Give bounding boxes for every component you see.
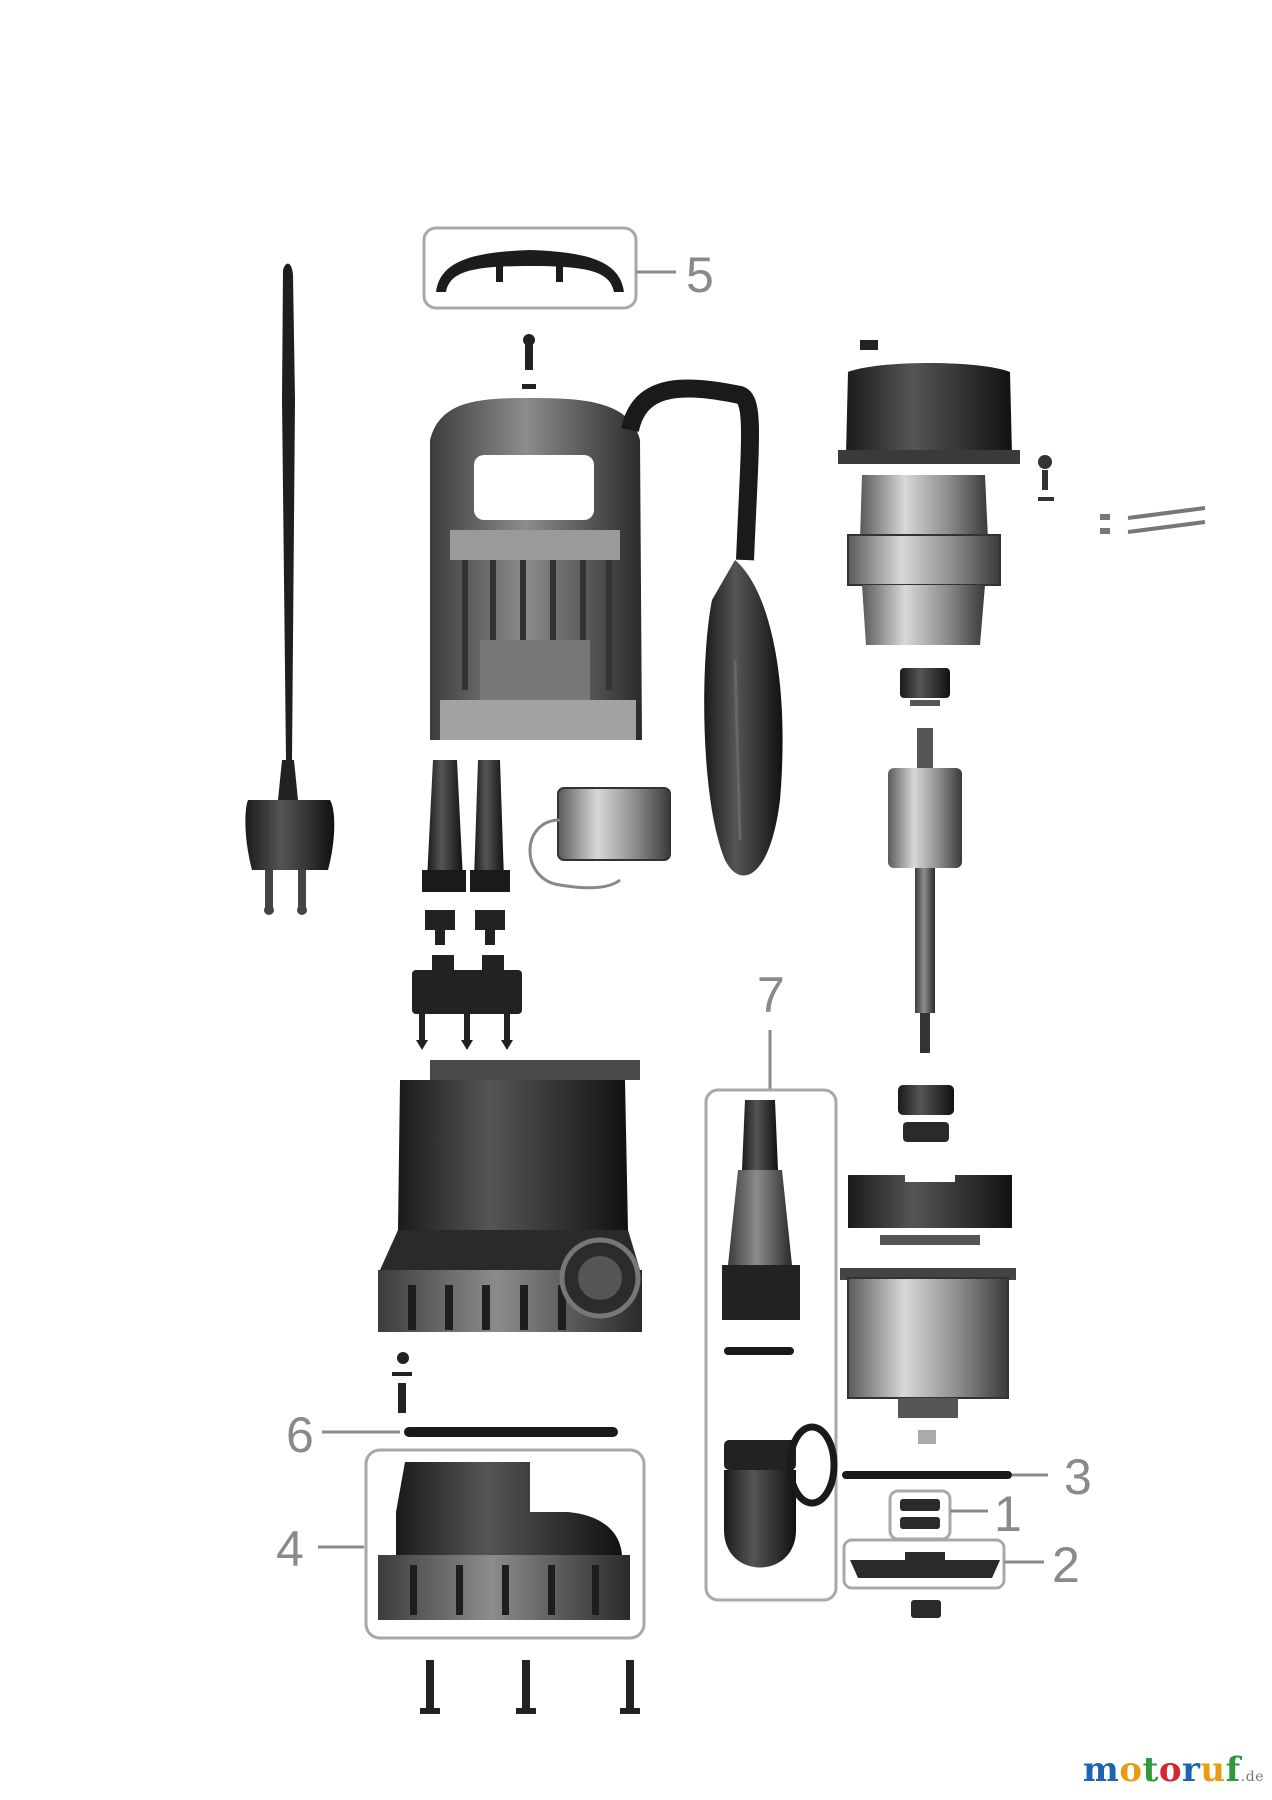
wm-char: f (1225, 1750, 1241, 1790)
power-plug (245, 800, 335, 915)
impeller (850, 1560, 1000, 1578)
part-7-box (704, 1088, 838, 1602)
part-4-group: 4 (276, 1448, 646, 1640)
part-1-group: 1 (888, 1486, 1022, 1542)
bearing-upper (900, 668, 950, 706)
part-5-group: 5 (422, 226, 714, 310)
part-6-group: 6 (286, 1407, 618, 1463)
wm-suffix: .de (1240, 1769, 1264, 1785)
part-4-box (364, 1448, 646, 1640)
callout-4: 4 (276, 1521, 304, 1577)
screw-small (1038, 455, 1054, 501)
callout-3: 3 (1064, 1449, 1092, 1505)
brush-pins (1100, 506, 1206, 534)
callout-7: 7 (757, 967, 785, 1023)
non-return-valve (724, 1423, 838, 1568)
wm-char: o (1119, 1750, 1143, 1790)
impeller-nut (911, 1600, 941, 1618)
wm-char: r (1182, 1750, 1201, 1790)
terminal-block (412, 955, 522, 1050)
power-cord (278, 263, 298, 800)
rotor-shaft (888, 728, 962, 1053)
stator (847, 475, 1001, 645)
screw (522, 334, 536, 389)
base-screws (420, 1660, 640, 1714)
part-3-group: 3 (842, 1449, 1092, 1505)
handle-cover (436, 250, 624, 292)
o-ring (724, 1347, 794, 1355)
callout-6: 6 (286, 1407, 314, 1463)
callout-1: 1 (994, 1486, 1022, 1542)
part-2-box (842, 1538, 1006, 1590)
callout-2: 2 (1052, 1537, 1080, 1593)
impeller-seal (842, 1471, 1012, 1479)
seal-ring (404, 1427, 618, 1437)
bearing-lower (898, 1085, 954, 1142)
wm-char: t (1142, 1750, 1159, 1790)
capacitor (528, 787, 671, 890)
watermark: motoruf.de (1083, 1750, 1264, 1790)
wm-char: m (1082, 1750, 1120, 1790)
hose-connector (722, 1100, 800, 1320)
float-switch (704, 560, 783, 876)
cable-glands (422, 760, 510, 892)
seal-housing (848, 1168, 1012, 1245)
part-1-box (888, 1489, 952, 1541)
wm-char: u (1200, 1750, 1226, 1790)
callout-5: 5 (686, 247, 714, 303)
part-2-group: 2 (842, 1537, 1080, 1593)
motor-cap (838, 340, 1020, 464)
motor-housing (378, 1060, 642, 1332)
pump-upper-housing (430, 379, 759, 740)
cable-clips (425, 910, 505, 945)
part-5-box (422, 226, 638, 310)
wm-char: o (1158, 1750, 1182, 1790)
pump-chamber (840, 1268, 1016, 1444)
part-7-group: 7 (704, 967, 838, 1602)
screw-washer (392, 1352, 412, 1413)
